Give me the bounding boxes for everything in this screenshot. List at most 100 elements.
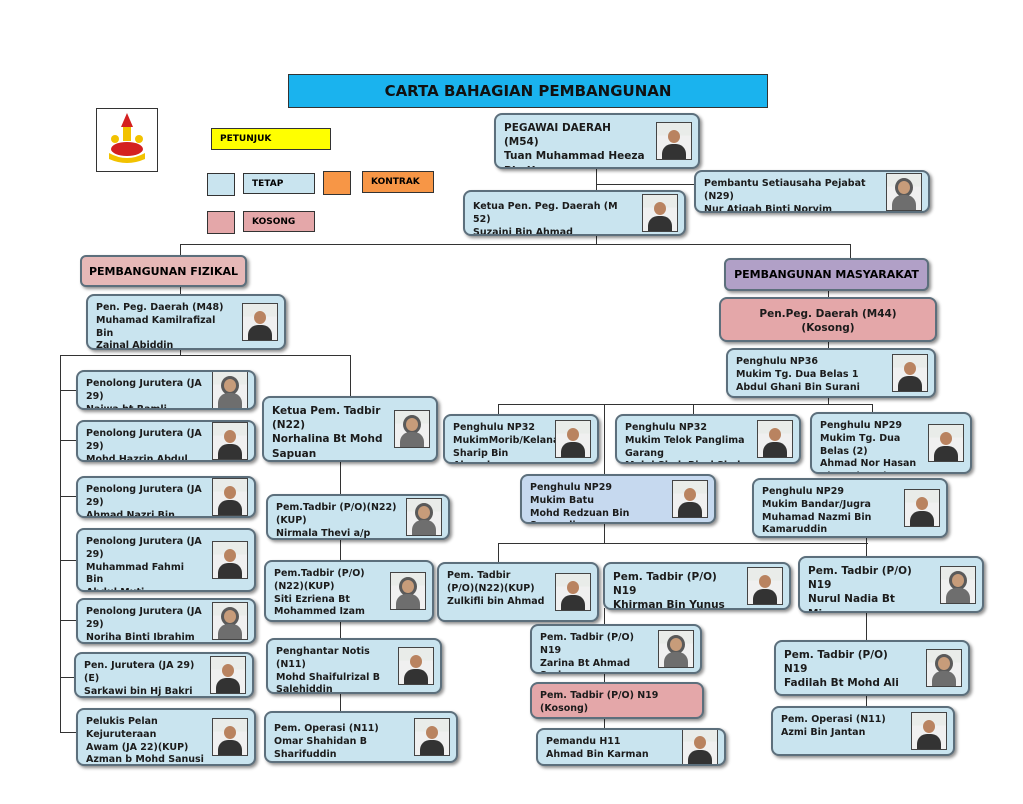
- connector-line: [180, 244, 851, 245]
- penghulu-box: Penghulu NP29 Mukim Batu Mohd Redzuan Bi…: [520, 474, 716, 524]
- staff-photo: [911, 712, 947, 750]
- connector-line: [498, 543, 868, 544]
- connector-line: [60, 732, 76, 733]
- staff-photo: [672, 480, 708, 518]
- pem-tadbir-text: Pem. Tadbir (P/O) N19 Zarina Bt Ahmad Sa…: [540, 632, 634, 672]
- section-pembangunan-fizikal: PEMBANGUNAN FIZIKAL: [80, 255, 247, 287]
- ppd-m48-text: Pen. Peg. Daerah (M48) Muhamad Kamilrafi…: [96, 302, 224, 350]
- pem-tadbir-box: Pem.Tadbir (P/O)(N22)(KUP) Siti Ezriena …: [264, 560, 434, 622]
- legend-swatch-kosong: [207, 211, 235, 234]
- pem-tadbir-box: Pem. Tadbir (P/O) N19 Nurul Nadia Bt Mis…: [798, 556, 984, 613]
- ketua-pen-peg-daerah-text: Ketua Pen. Peg. Daerah (M 52) Suzaini Bi…: [473, 201, 618, 236]
- ppd-m44-vacant-box: Pen.Peg. Daerah (M44) (Kosong): [719, 297, 937, 342]
- pem-operasi-box: Pem. Operasi (N11) Azmi Bin Jantan: [771, 706, 955, 756]
- pem-tadbir-text: Pem. Tadbir (P/O) N19 Nurul Nadia Bt Mis…: [808, 565, 912, 611]
- pen-jurutera-box: Pen. Jurutera (JA 29) (E) Sarkawi bin Hj…: [74, 652, 254, 698]
- connector-line: [60, 620, 76, 621]
- staff-photo: [406, 498, 442, 536]
- pem-operasi-box: Pem. Operasi (N11) Omar Shahidan B Shari…: [264, 711, 458, 763]
- staff-photo: [757, 420, 793, 458]
- penghulu-box: Penghulu NP36 Mukim Tg. Dua Belas 1 Abdu…: [726, 348, 936, 398]
- staff-photo: [642, 194, 678, 232]
- pem-operasi-text: Pem. Operasi (N11) Azmi Bin Jantan: [781, 714, 886, 738]
- pem-tadbir-text: Pem. Tadbir (P/O)(N22)(KUP) Zulkifli bin…: [447, 570, 545, 607]
- pem-operasi-text: Pem. Operasi (N11) Omar Shahidan B Shari…: [274, 723, 379, 760]
- penolong-jurutera-box: Penolong Jurutera (JA 29) Noriha Binti I…: [76, 598, 256, 644]
- staff-photo: [242, 303, 278, 341]
- penghantar-notis-text: Penghantar Notis (N11) Mohd Shaifulrizal…: [276, 646, 380, 694]
- pem-tadbir-box: Pem.Tadbir (P/O)(N22)(KUP) Nirmala Thevi…: [266, 494, 450, 540]
- ketua-pem-tadbir-text: Ketua Pem. Tadbir (N22) Norhalina Bt Moh…: [272, 405, 383, 460]
- staff-photo: [398, 647, 434, 685]
- penolong-jurutera-box: Penolong Jurutera (JA 29) Muhammad Fahmi…: [76, 528, 256, 592]
- staff-photo: [555, 573, 591, 611]
- pem-tadbir-text: Pem. Tadbir (P/O) N19 Fadilah Bt Mohd Al…: [784, 649, 899, 690]
- pelukis-pelan-text: Pelukis Pelan Kejuruteraan Awam (JA 22)(…: [86, 716, 204, 766]
- penghantar-notis-box: Penghantar Notis (N11) Mohd Shaifulrizal…: [266, 638, 442, 694]
- penolong-jurutera-text: Penolong Jurutera (JA 29) Muhammad Fahmi…: [86, 536, 202, 590]
- pem-tadbir-text: Pem. Tadbir (P/O) N19 Khirman Bin Yunus: [613, 571, 725, 610]
- connector-line: [180, 349, 181, 356]
- connector-line: [60, 496, 76, 497]
- state-crest-logo: [96, 108, 158, 172]
- connector-line: [60, 440, 76, 441]
- penolong-jurutera-text: Penolong Jurutera (JA 29) Ahmad Nazri Bi…: [86, 484, 202, 518]
- connector-line: [60, 355, 350, 356]
- pem-tadbir-box: Pem. Tadbir (P/O) N19 Khirman Bin Yunus: [603, 562, 791, 610]
- staff-photo: [212, 718, 248, 756]
- penolong-jurutera-text: Penolong Jurutera (JA 29) Najwa bt Ramli: [86, 378, 202, 410]
- connector-line: [340, 622, 341, 640]
- penghulu-box: Penghulu NP29 Mukim Bandar/Jugra Muhamad…: [752, 478, 948, 538]
- chart-title: CARTA BAHAGIAN PEMBANGUNAN: [288, 74, 768, 108]
- pegawai-daerah-text: PEGAWAI DAERAH (M54) Tuan Muhammad Heeza…: [504, 122, 645, 167]
- pelukis-pelan-box: Pelukis Pelan Kejuruteraan Awam (JA 22)(…: [76, 708, 256, 766]
- staff-photo: [892, 354, 928, 392]
- pem-tadbir-vacant-text: Pem. Tadbir (P/O) N19 (Kosong): [540, 690, 659, 714]
- connector-line: [828, 291, 829, 297]
- penolong-jurutera-box: Penolong Jurutera (JA 29) Najwa bt Ramli: [76, 370, 256, 410]
- staff-photo: [212, 422, 248, 460]
- connector-line: [828, 342, 829, 348]
- pemandu-box: Pemandu H11 Ahmad Bin Karman: [536, 728, 726, 766]
- penolong-jurutera-box: Penolong Jurutera (JA 29) Ahmad Nazri Bi…: [76, 476, 256, 518]
- staff-photo: [414, 718, 450, 756]
- staff-photo: [886, 172, 922, 211]
- pemandu-text: Pemandu H11 Ahmad Bin Karman: [546, 736, 649, 760]
- staff-photo: [212, 602, 248, 640]
- pembantu-setiausaha-text: Pembantu Setiausaha Pejabat (N29) Nur At…: [704, 178, 866, 213]
- staff-photo: [656, 122, 692, 160]
- penolong-jurutera-text: Penolong Jurutera (JA 29) Noriha Binti I…: [86, 606, 202, 643]
- penghulu-text: Penghulu NP32 Mukim Telok Panglima Garan…: [625, 422, 745, 462]
- legend-swatch-kontrak: [323, 171, 351, 195]
- connector-line: [604, 608, 605, 626]
- legend-heading: PETUNJUK: [211, 128, 331, 150]
- staff-photo: [212, 478, 248, 516]
- connector-line: [340, 540, 341, 560]
- connector-line: [604, 718, 605, 730]
- connector-line: [498, 543, 499, 563]
- staff-photo: [926, 649, 962, 687]
- penghulu-box: Penghulu NP29 Mukim Tg. Dua Belas (2) Ah…: [810, 412, 972, 474]
- connector-line: [828, 398, 829, 405]
- ppd-m44-text: Pen.Peg. Daerah (M44) (Kosong): [759, 308, 897, 335]
- penolong-jurutera-text: Penolong Jurutera (JA 29) Mohd Hazrin Ab…: [86, 428, 202, 462]
- ketua-pem-tadbir-box: Ketua Pem. Tadbir (N22) Norhalina Bt Moh…: [262, 396, 438, 462]
- staff-photo: [682, 730, 718, 764]
- connector-line: [498, 404, 873, 405]
- penolong-jurutera-box: Penolong Jurutera (JA 29) Mohd Hazrin Ab…: [76, 420, 256, 462]
- staff-photo: [904, 489, 940, 527]
- pem-tadbir-box: Pem. Tadbir (P/O) N19 Zarina Bt Ahmad Sa…: [530, 624, 702, 674]
- staff-photo: [212, 372, 248, 408]
- connector-line: [60, 355, 61, 733]
- pem-tadbir-box: Pem. Tadbir (P/O) N19 Fadilah Bt Mohd Al…: [774, 640, 970, 696]
- connector-line: [596, 168, 597, 190]
- connector-line: [596, 184, 694, 185]
- pem-tadbir-text: Pem.Tadbir (P/O)(N22)(KUP) Nirmala Thevi…: [276, 502, 397, 539]
- pem-tadbir-vacant-box: Pem. Tadbir (P/O) N19 (Kosong): [530, 682, 704, 719]
- legend-label-tetap: TETAP: [243, 173, 315, 194]
- connector-line: [596, 236, 597, 244]
- connector-line: [180, 286, 181, 294]
- ppd-m48-box: Pen. Peg. Daerah (M48) Muhamad Kamilrafi…: [86, 294, 286, 350]
- connector-line: [340, 462, 341, 512]
- connector-line: [872, 404, 873, 414]
